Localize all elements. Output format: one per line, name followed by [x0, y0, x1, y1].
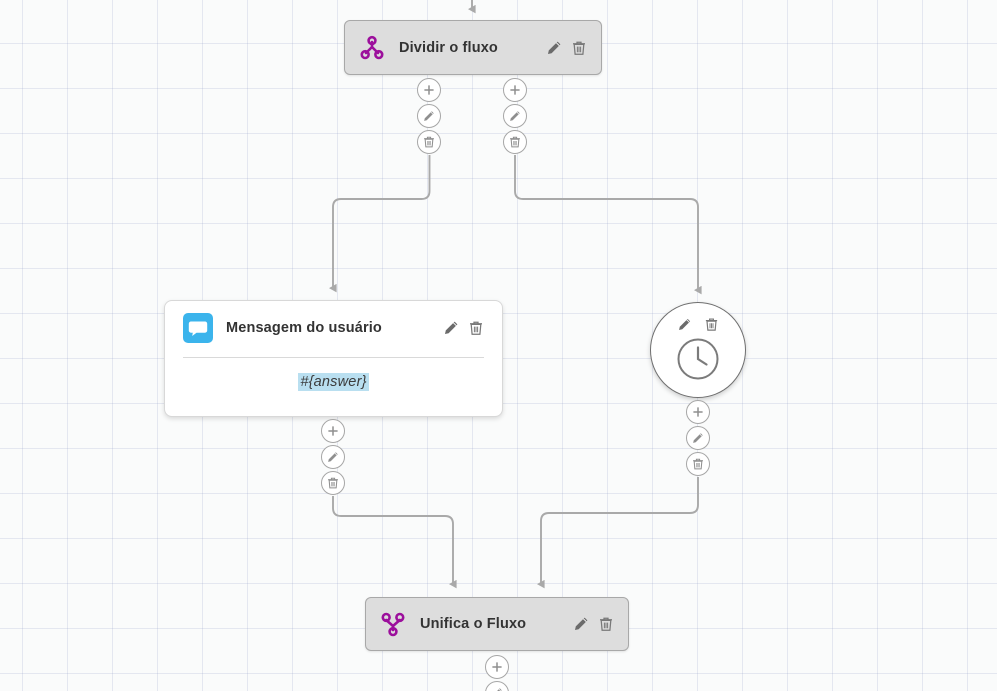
add-icon[interactable] [503, 78, 527, 102]
edge-timer-to-merge [537, 477, 699, 589]
edit-icon[interactable] [676, 316, 693, 333]
node-toolbar [545, 39, 587, 56]
delete-icon[interactable] [703, 316, 720, 333]
action-stack-merge-out[interactable] [485, 655, 509, 691]
action-stack-message-out[interactable] [321, 419, 345, 495]
variable-chip: #{answer} [298, 373, 369, 391]
edge-split-right-to-timer [514, 155, 702, 295]
node-title: Unifica o Fluxo [420, 616, 527, 632]
action-stack-split-right[interactable] [503, 78, 527, 154]
delete-icon[interactable] [503, 130, 527, 154]
action-stack-timer-out[interactable] [686, 400, 710, 476]
edit-icon[interactable] [442, 320, 459, 337]
node-divider [183, 357, 484, 358]
clock-icon [675, 336, 721, 382]
node-title: Mensagem do usuário [226, 320, 382, 336]
add-icon[interactable] [686, 400, 710, 424]
node-toolbar [676, 316, 720, 333]
delete-icon[interactable] [570, 39, 587, 56]
edge-split-left-to-message [329, 155, 431, 293]
add-icon[interactable] [321, 419, 345, 443]
delete-icon[interactable] [686, 452, 710, 476]
delete-icon[interactable] [321, 471, 345, 495]
edit-icon[interactable] [503, 104, 527, 128]
edit-icon[interactable] [545, 39, 562, 56]
add-icon[interactable] [417, 78, 441, 102]
node-body: #{answer} [183, 373, 484, 391]
edit-icon[interactable] [417, 104, 441, 128]
merge-flow-icon [380, 611, 406, 637]
node-title: Dividir o fluxo [399, 39, 498, 56]
add-icon[interactable] [485, 655, 509, 679]
node-toolbar [572, 616, 614, 633]
action-stack-split-left[interactable] [417, 78, 441, 154]
node-unifica-o-fluxo[interactable]: Unifica o Fluxo [365, 597, 629, 651]
edit-icon[interactable] [321, 445, 345, 469]
edge-message-to-merge [332, 496, 457, 589]
node-toolbar [442, 320, 484, 337]
edit-icon[interactable] [686, 426, 710, 450]
node-dividir-o-fluxo[interactable]: Dividir o fluxo [344, 20, 602, 75]
split-flow-icon [359, 35, 385, 61]
edit-icon[interactable] [572, 616, 589, 633]
node-mensagem-do-usuario[interactable]: Mensagem do usuário [164, 300, 503, 417]
delete-icon[interactable] [417, 130, 441, 154]
delete-icon[interactable] [597, 616, 614, 633]
edit-icon[interactable] [485, 681, 509, 691]
node-timer[interactable] [650, 302, 746, 398]
chat-bubble-icon [183, 313, 213, 343]
node-header: Mensagem do usuário [183, 313, 484, 343]
delete-icon[interactable] [467, 320, 484, 337]
